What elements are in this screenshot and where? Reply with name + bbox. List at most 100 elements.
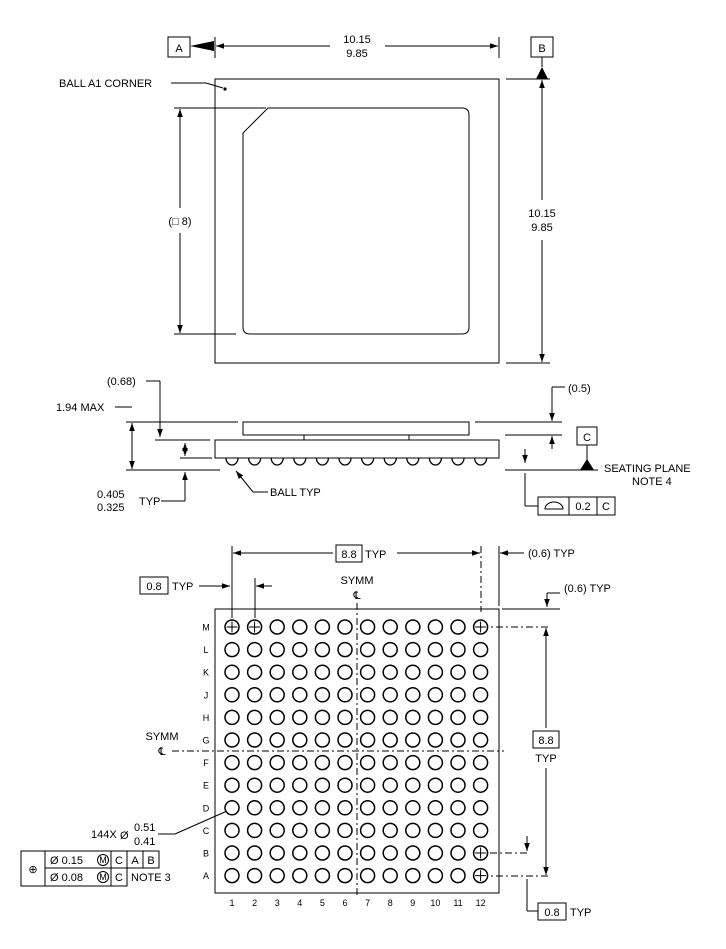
substrate bbox=[214, 439, 500, 459]
ball-B4 bbox=[292, 845, 308, 861]
side-ball-2 bbox=[247, 457, 262, 466]
ball-B5 bbox=[314, 845, 331, 861]
ball-H6 bbox=[337, 709, 353, 726]
ball-K12 bbox=[472, 664, 489, 680]
ball-D12 bbox=[472, 800, 489, 816]
ball-G11 bbox=[450, 732, 466, 748]
ball-K3 bbox=[269, 664, 285, 680]
fcf-datum-c2-cell bbox=[110, 867, 128, 887]
ball-K7 bbox=[359, 664, 376, 680]
ball-B10 bbox=[427, 845, 444, 861]
col-label-1: 1 bbox=[229, 898, 234, 908]
ball-K2 bbox=[246, 664, 263, 680]
ball-C6 bbox=[337, 822, 353, 839]
ball-F12 bbox=[472, 754, 489, 771]
ball-J4 bbox=[292, 687, 308, 703]
ball-dia-min: 0.41 bbox=[134, 836, 155, 848]
ball-C7 bbox=[359, 822, 376, 839]
ball-J6 bbox=[337, 687, 353, 703]
ball-B9 bbox=[405, 845, 421, 861]
ball-M5 bbox=[314, 619, 331, 635]
ball-H3 bbox=[269, 709, 285, 726]
ball-D2 bbox=[246, 800, 263, 816]
height-min: 9.85 bbox=[531, 222, 552, 234]
ball-M8 bbox=[382, 619, 398, 635]
col-label-10: 10 bbox=[430, 898, 440, 908]
bottom-view: 8.8 TYP (0.6) TYP (0.6) TYP 0.8 TYP SYMM… bbox=[20, 544, 611, 921]
note-4-label: NOTE 4 bbox=[632, 476, 672, 488]
col-label-6: 6 bbox=[342, 898, 347, 908]
ball-height-max: 0.405 bbox=[97, 489, 125, 501]
ball-D10 bbox=[427, 800, 444, 816]
ball-typ-leader bbox=[235, 470, 254, 493]
ball-F10 bbox=[427, 754, 444, 771]
ball-L6 bbox=[337, 641, 353, 658]
ball-G12 bbox=[472, 732, 489, 748]
ball-L12 bbox=[472, 641, 489, 658]
body-ref-label: (□ 8) bbox=[168, 216, 191, 228]
coplanarity-value: 0.2 bbox=[575, 501, 590, 513]
side-ball-8 bbox=[383, 457, 397, 466]
width-min: 9.85 bbox=[346, 48, 367, 60]
fcf-datum-2: C bbox=[115, 872, 123, 884]
row-label-L: L bbox=[203, 645, 208, 655]
ball-dia-symbol: Ø bbox=[120, 830, 129, 842]
ball-E10 bbox=[427, 777, 444, 793]
ball-D7 bbox=[359, 800, 376, 816]
ball-L4 bbox=[292, 641, 308, 658]
row-label-E: E bbox=[203, 781, 209, 791]
ball-callout-leader bbox=[174, 810, 228, 835]
datum-b-label: B bbox=[538, 43, 545, 55]
width-max: 10.15 bbox=[343, 34, 371, 46]
ball-M3 bbox=[269, 619, 285, 635]
col-label-7: 7 bbox=[365, 898, 370, 908]
ball-J7 bbox=[359, 687, 376, 703]
col-label-4: 4 bbox=[297, 898, 302, 908]
ball-C4 bbox=[292, 822, 308, 839]
col-label-11: 11 bbox=[453, 898, 462, 908]
ball-A12-crosshair bbox=[475, 870, 487, 882]
ball-H9 bbox=[405, 709, 421, 726]
fcf-mmc-1-icon bbox=[97, 854, 109, 866]
side-ball-10 bbox=[428, 457, 443, 466]
fcf-datum-1c: B bbox=[147, 855, 154, 867]
row-label-H: H bbox=[203, 713, 210, 723]
ball-J5 bbox=[314, 687, 331, 703]
ball-A2 bbox=[246, 867, 263, 884]
ball-J10 bbox=[427, 687, 444, 703]
ball-C5 bbox=[314, 822, 331, 839]
ball-F9 bbox=[405, 754, 421, 771]
ball-M11 bbox=[450, 619, 466, 635]
ball-C10 bbox=[427, 822, 444, 839]
ball-J12 bbox=[472, 687, 489, 703]
ball-E12 bbox=[472, 777, 489, 793]
ball-H1 bbox=[224, 709, 240, 726]
ball-grid bbox=[224, 619, 489, 884]
edge-ref-x-label: (0.6) TYP bbox=[528, 548, 575, 560]
ball-G8 bbox=[382, 732, 398, 748]
row-label-M: M bbox=[202, 623, 210, 633]
mold-cap bbox=[242, 421, 470, 436]
ball-F4 bbox=[292, 754, 308, 771]
side-ball-9 bbox=[406, 457, 420, 466]
side-ball-7 bbox=[360, 457, 375, 466]
side-view: (0.68) 1.94 MAX 0.405 0.325 TYP BALL TYP… bbox=[56, 376, 691, 516]
ball-G3 bbox=[269, 732, 285, 748]
row-label-B: B bbox=[203, 849, 209, 859]
fcf-mmc-2: M bbox=[99, 872, 107, 882]
ball-J11 bbox=[450, 687, 466, 703]
ball-K5 bbox=[314, 664, 331, 680]
ball-B8 bbox=[382, 845, 398, 861]
ball-A6 bbox=[337, 867, 353, 884]
col-label-9: 9 bbox=[410, 898, 415, 908]
ball-C1 bbox=[224, 822, 240, 839]
side-ball-1 bbox=[225, 457, 239, 466]
ball-count: 144X bbox=[91, 829, 117, 841]
ball-M12-crosshair bbox=[475, 621, 487, 633]
ball-C12 bbox=[472, 822, 489, 839]
row-label-F: F bbox=[203, 758, 209, 768]
datum-b-triangle bbox=[536, 67, 548, 79]
ball-E8 bbox=[382, 777, 398, 793]
